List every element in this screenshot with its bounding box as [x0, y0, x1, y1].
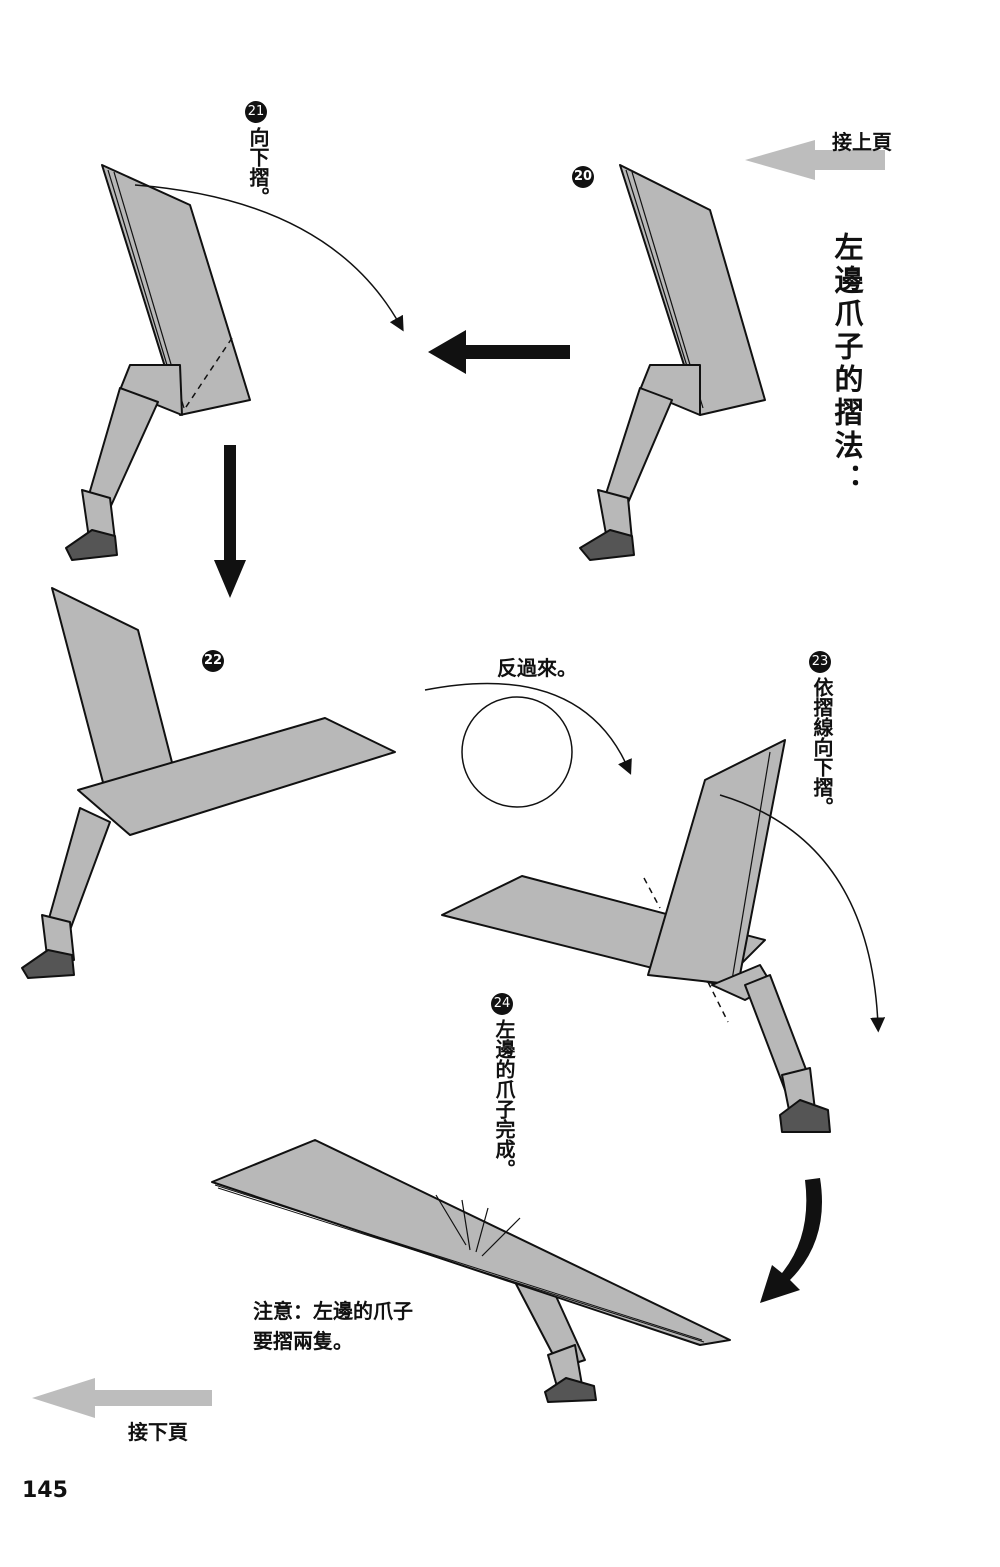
- next-page-arrow-icon[interactable]: [32, 1378, 212, 1418]
- prev-page-label[interactable]: 接上頁: [832, 130, 892, 154]
- step23-label: 23 依摺線向下摺。: [808, 650, 834, 817]
- step21-number: 21: [245, 101, 267, 123]
- turn-over-icon: [424, 682, 632, 808]
- step21-text: 向下摺。: [246, 127, 270, 207]
- step20-number: 20: [572, 166, 594, 188]
- prev-page-arrow-icon[interactable]: [745, 140, 885, 180]
- step22-figure: [21, 587, 396, 979]
- page-number: 145: [22, 1478, 68, 1503]
- step24-number: 24: [491, 993, 513, 1015]
- step24-figure: [211, 1139, 731, 1403]
- arrow-left-icon: [428, 330, 570, 374]
- step23-fold-arrow: [719, 794, 886, 1033]
- curved-arrow-icon: [760, 1178, 822, 1303]
- next-page-label[interactable]: 接下頁: [128, 1420, 188, 1444]
- step23-figure: [441, 739, 831, 1133]
- step20-figure: [579, 164, 766, 561]
- step24-text: 左邊的爪子完成。: [492, 1019, 516, 1179]
- note-line2: 要摺兩隻。: [253, 1329, 353, 1353]
- step21-fold-arrow: [134, 184, 404, 332]
- step21-figure: [65, 164, 251, 561]
- arrow-down-icon: [214, 445, 246, 598]
- step22-number: 22: [202, 650, 224, 672]
- step23-number: 23: [809, 651, 831, 673]
- step21-label: 21 向下摺。: [244, 100, 270, 207]
- note-line1: 注意：左邊的爪子: [253, 1299, 413, 1323]
- step24-label: 24 左邊的爪子完成。: [490, 992, 516, 1179]
- step23-text: 依摺線向下摺。: [810, 677, 834, 817]
- turn-over-label: 反過來。: [497, 656, 577, 680]
- section-title: 左邊爪子的摺法：: [830, 232, 864, 496]
